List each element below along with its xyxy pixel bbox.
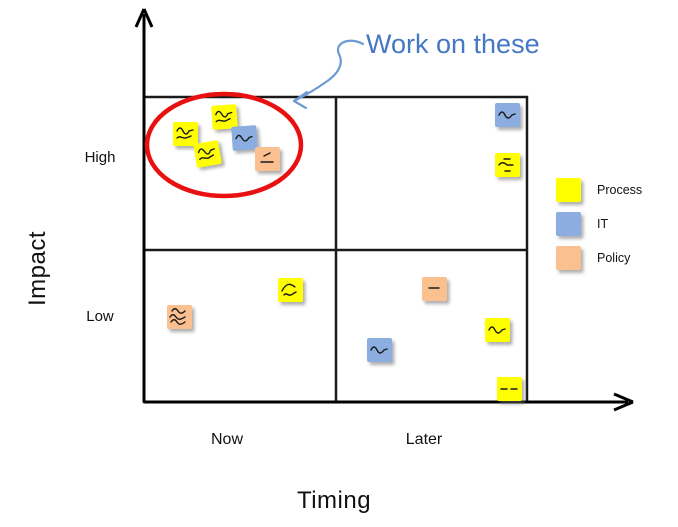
y-tick-low: Low [86,308,114,325]
y-tick-high: High [84,149,116,166]
process-swatch [556,178,581,202]
legend-label: IT [597,217,609,231]
x-tick-later: Later [405,431,443,448]
highlight-ellipse [144,91,304,199]
y-axis [134,8,154,402]
x-axis-title: Timing [296,487,372,514]
annotation-arrow-icon [292,39,365,110]
it-swatch [556,212,581,236]
quadrant-grid [142,95,529,404]
x-axis [144,392,634,412]
annotation-label: Work on these [366,29,540,59]
legend-label: Process [597,183,643,197]
legend-item-policy: Policy [556,246,642,270]
policy-swatch [556,246,581,270]
legend-item-it: IT [556,212,642,236]
legend-item-process: Process [556,178,642,202]
legend-label: Policy [597,251,631,265]
x-tick-now: Now [210,431,243,448]
y-axis-title: Impact [24,230,51,306]
